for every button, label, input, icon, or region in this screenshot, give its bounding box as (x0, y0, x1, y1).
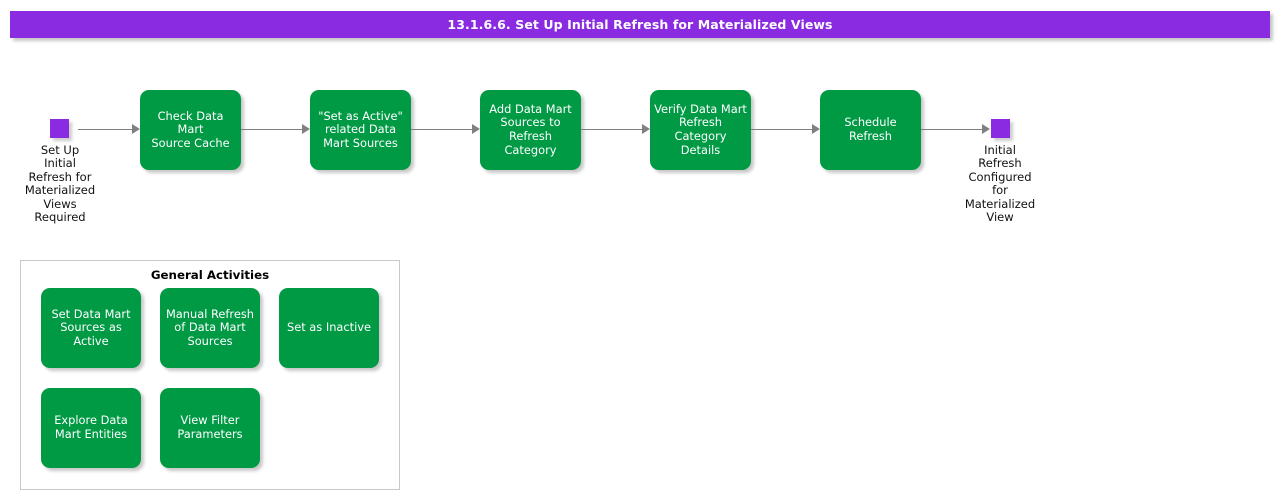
activity-node-view-filter-parameters[interactable]: View Filter Parameters (160, 388, 260, 468)
arrowhead-step2-to-step3 (472, 124, 480, 134)
flow-node-add-data-mart-sources-to-refresh-category[interactable]: Add Data Mart Sources to Refresh Categor… (480, 90, 581, 170)
connector-start-to-step1 (78, 129, 133, 130)
general-activities-grid: Set Data Mart Sources as Active Manual R… (41, 288, 379, 488)
general-activities-title: General Activities (150, 268, 270, 282)
arrowhead-step5-to-end (982, 124, 990, 134)
general-activities-row: Explore Data Mart Entities View Filter P… (41, 388, 379, 468)
flow-node-set-as-active-related-data-mart-sources[interactable]: "Set as Active" related Data Mart Source… (310, 90, 411, 170)
page-title: 13.1.6.6. Set Up Initial Refresh for Mat… (447, 17, 833, 32)
general-activities-panel: General Activities Set Data Mart Sources… (20, 260, 400, 490)
connector-step2-to-step3 (411, 129, 473, 130)
connector-step4-to-step5 (751, 129, 813, 130)
flow-node-verify-data-mart-refresh-category-details[interactable]: Verify Data Mart Refresh Category Detail… (650, 90, 751, 170)
arrowhead-step4-to-step5 (812, 124, 820, 134)
end-terminator-label: Initial Refresh Configured for Materiali… (964, 143, 1036, 225)
arrowhead-step3-to-step4 (642, 124, 650, 134)
connector-step1-to-step2 (241, 129, 303, 130)
activity-node-manual-refresh-of-data-mart-sources[interactable]: Manual Refresh of Data Mart Sources (160, 288, 260, 368)
start-terminator-icon[interactable] (50, 119, 69, 138)
arrowhead-step1-to-step2 (302, 124, 310, 134)
flow-node-check-data-mart-source-cache[interactable]: Check Data Mart Source Cache (140, 90, 241, 170)
activity-node-explore-data-mart-entities[interactable]: Explore Data Mart Entities (41, 388, 141, 468)
arrowhead-start-to-step1 (132, 124, 140, 134)
activity-node-set-as-inactive[interactable]: Set as Inactive (279, 288, 379, 368)
start-terminator-label: Set Up Initial Refresh for Materialized … (24, 143, 96, 225)
end-terminator-icon[interactable] (991, 119, 1010, 138)
page-title-bar: 13.1.6.6. Set Up Initial Refresh for Mat… (10, 11, 1270, 38)
general-activities-row: Set Data Mart Sources as Active Manual R… (41, 288, 379, 368)
activity-node-set-data-mart-sources-as-active[interactable]: Set Data Mart Sources as Active (41, 288, 141, 368)
connector-step3-to-step4 (581, 129, 643, 130)
flow-node-schedule-refresh[interactable]: Schedule Refresh (820, 90, 921, 170)
connector-step5-to-end (921, 129, 983, 130)
